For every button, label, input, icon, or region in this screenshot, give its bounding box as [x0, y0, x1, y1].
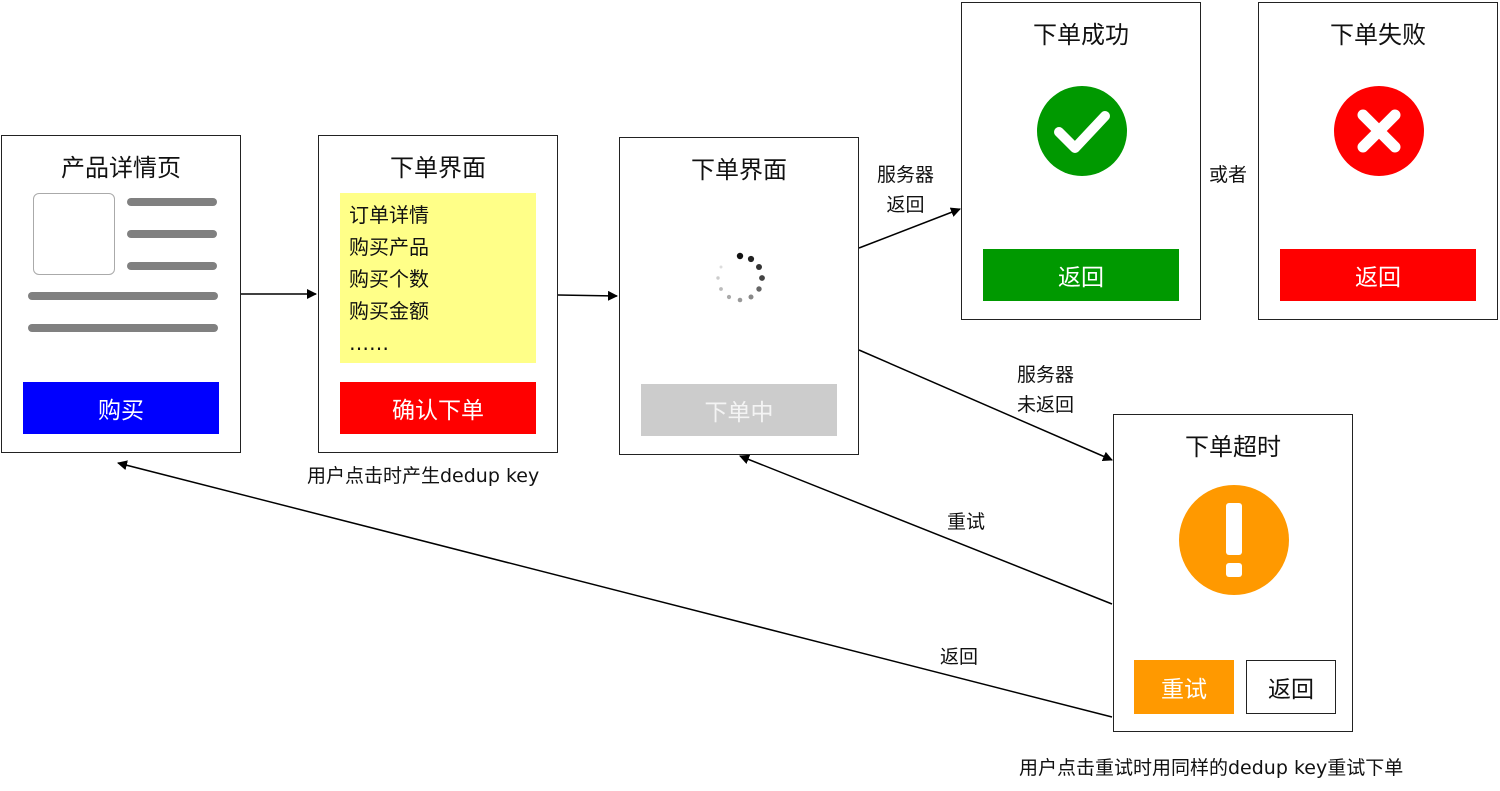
retry-button[interactable]: 重试	[1134, 660, 1234, 714]
order-failure-panel: 下单失败 返回	[1258, 2, 1498, 320]
arrow-timeout-back-to-product	[117, 460, 1113, 718]
order-detail-item: 购买个数	[349, 267, 429, 291]
arrow-pending-to-success	[858, 207, 961, 249]
order-detail-item: 订单详情	[349, 203, 429, 227]
failure-back-button[interactable]: 返回	[1280, 249, 1476, 301]
order-timeout-panel: 下单超时 重试 返回	[1113, 414, 1353, 732]
product-text-line	[28, 324, 218, 332]
order-details-box: 订单详情 购买产品 购买个数 购买金额 ……	[340, 193, 536, 363]
success-check-icon	[1037, 86, 1127, 176]
dedup-key-note: 用户点击时产生dedup key	[307, 465, 540, 487]
timeout-back-button[interactable]: 返回	[1246, 660, 1336, 714]
order-form-panel: 下单界面 订单详情 购买产品 购买个数 购买金额 …… 确认下单	[318, 135, 558, 453]
retry-dedup-note: 用户点击重试时用同样的dedup key重试下单	[1019, 757, 1404, 779]
product-text-line	[127, 198, 217, 206]
product-text-line	[127, 230, 217, 238]
order-pending-title: 下单界面	[691, 156, 787, 184]
server-return-label: 服务器 返回	[877, 164, 935, 216]
confirm-order-button[interactable]: 确认下单	[340, 382, 536, 434]
product-detail-panel: 产品详情页 购买	[1, 135, 241, 453]
loading-spinner-icon	[716, 252, 765, 303]
order-success-panel: 下单成功 返回	[961, 2, 1201, 320]
ordering-button[interactable]: 下单中	[641, 384, 837, 436]
or-label: 或者	[1209, 164, 1248, 186]
order-detail-item: ……	[349, 331, 389, 355]
order-pending-panel: 下单界面 下单中	[619, 137, 859, 455]
retry-edge-label: 重试	[947, 511, 986, 533]
arrow-pending-to-timeout	[858, 349, 1113, 461]
order-form-title: 下单界面	[390, 154, 486, 182]
order-failure-title: 下单失败	[1330, 21, 1426, 49]
server-no-return-label: 服务器 未返回	[1017, 364, 1075, 416]
back-edge-label: 返回	[940, 646, 979, 668]
arrow-timeout-retry-to-pending	[739, 454, 1113, 605]
failure-cross-icon	[1334, 86, 1424, 176]
product-detail-title: 产品详情页	[61, 154, 181, 182]
buy-button[interactable]: 购买	[23, 382, 219, 434]
product-text-line	[28, 292, 218, 300]
timeout-warning-icon	[1179, 485, 1289, 595]
order-detail-item: 购买产品	[349, 235, 429, 259]
order-timeout-title: 下单超时	[1185, 433, 1281, 461]
order-success-title: 下单成功	[1033, 21, 1129, 49]
product-text-line	[127, 262, 217, 270]
order-detail-item: 购买金额	[349, 299, 429, 323]
product-image-placeholder	[33, 193, 115, 275]
arrow-form-to-pending	[557, 290, 618, 301]
success-back-button[interactable]: 返回	[983, 249, 1179, 301]
